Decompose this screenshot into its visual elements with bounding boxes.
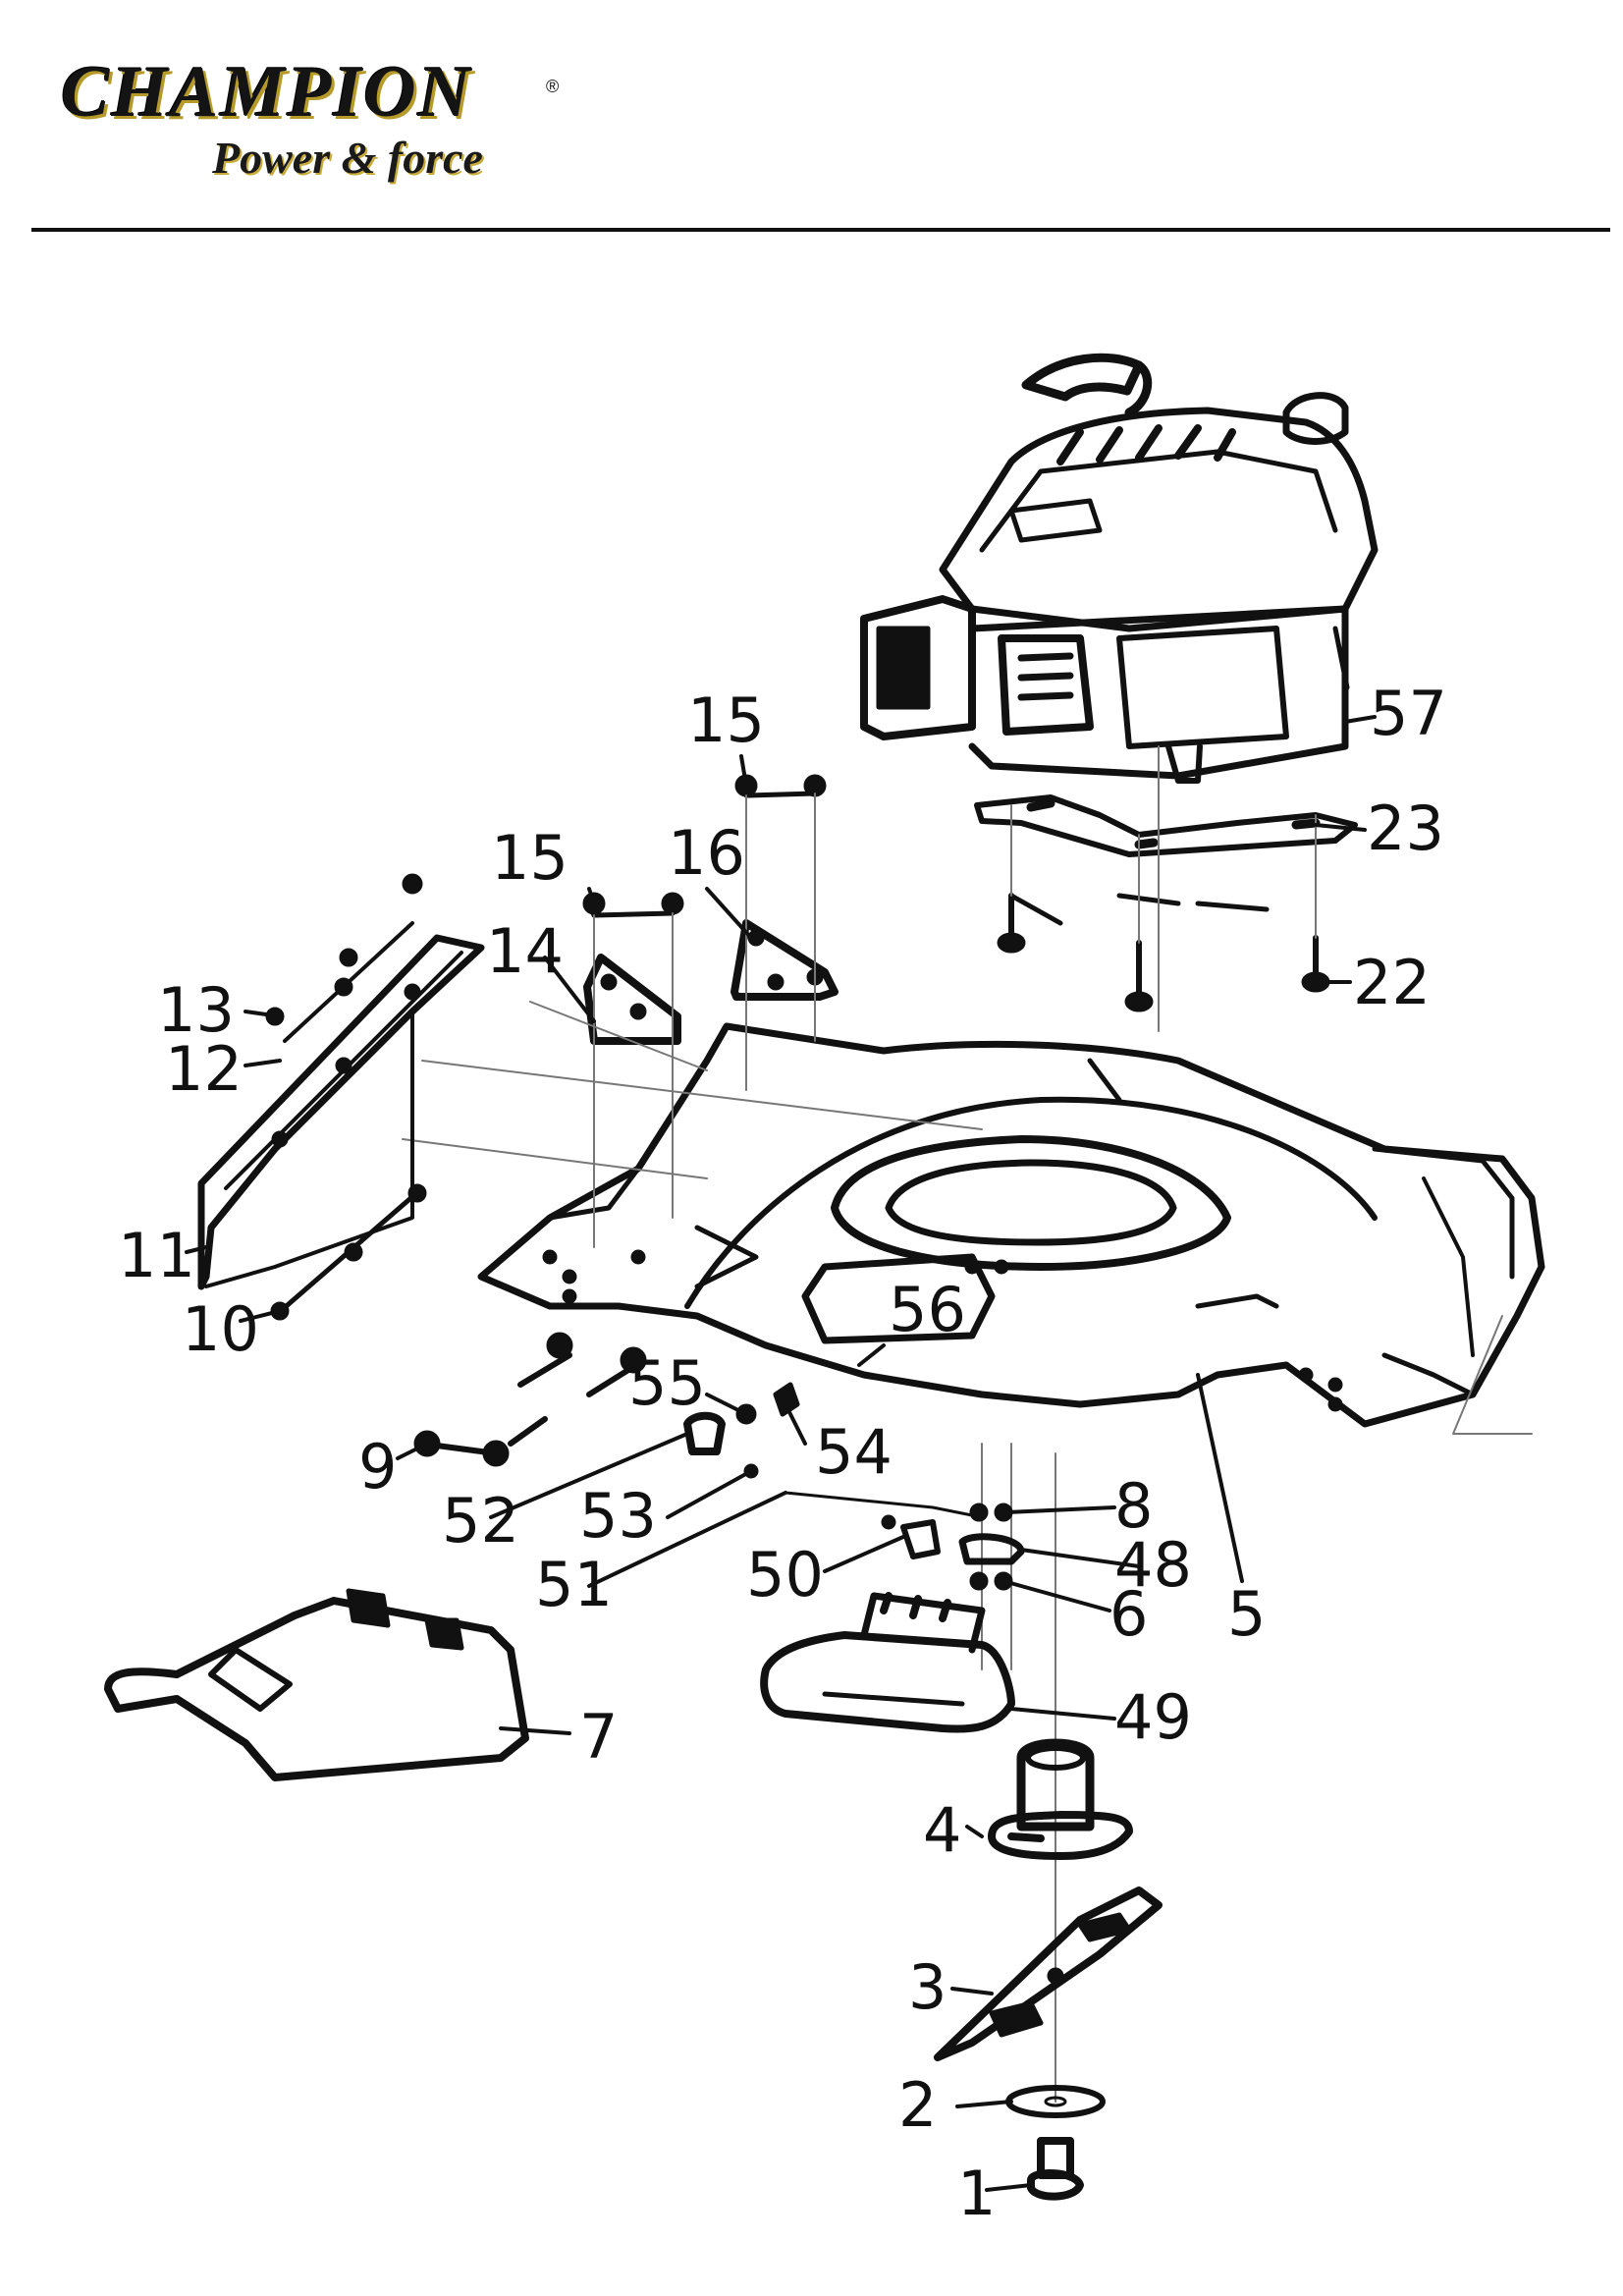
callout-9: 9	[358, 1431, 397, 1503]
callout-15-upper: 15	[687, 684, 765, 756]
callout-13: 13	[157, 974, 235, 1046]
callout-1: 1	[957, 2158, 996, 2229]
callout-51: 51	[535, 1549, 613, 1620]
champion-logo: CHAMPION ® Power & force	[61, 51, 571, 198]
mower-deck	[477, 1022, 1545, 1428]
small-parts-48-51	[784, 1491, 1025, 1591]
callout-48: 48	[1114, 1529, 1192, 1601]
callout-11: 11	[118, 1220, 195, 1291]
rear-flap-hinge	[197, 873, 485, 1321]
callout-50: 50	[746, 1539, 824, 1611]
callout-14: 14	[486, 915, 564, 987]
callout-52: 52	[442, 1485, 519, 1557]
small-parts-52-55	[683, 1382, 800, 1479]
logo-brand-text: CHAMPION	[61, 52, 472, 133]
page-header: CHAMPION ® Power & force	[0, 0, 1623, 236]
assembly-guide-lines	[402, 745, 1533, 2103]
callout-8: 8	[1114, 1470, 1153, 1542]
callout-5: 5	[1227, 1578, 1266, 1650]
callout-22: 22	[1353, 947, 1431, 1018]
header-divider	[31, 228, 1610, 232]
side-discharge-cover	[760, 1592, 1015, 1733]
callout-53: 53	[579, 1480, 657, 1552]
rear-flap	[104, 1588, 529, 1781]
axle-bolts	[413, 1332, 647, 1467]
callout-4: 4	[923, 1794, 961, 1866]
blade	[934, 1886, 1163, 2061]
logo-registered-mark: ®	[546, 77, 560, 96]
callout-54: 54	[815, 1416, 893, 1488]
callout-2: 2	[898, 2069, 937, 2141]
engine-mounting-plate	[974, 794, 1358, 857]
callout-3: 3	[908, 1951, 947, 2023]
callout-55: 55	[628, 1347, 706, 1419]
callout-7: 7	[579, 1701, 618, 1773]
callout-57: 57	[1370, 678, 1447, 749]
callout-10: 10	[182, 1293, 259, 1365]
callout-15-lower: 15	[491, 822, 568, 894]
blade-bolt	[1027, 2137, 1084, 2201]
callout-labels: 57 23 22 15 15 16 14 13 12 11 10 56 55 5…	[118, 678, 1447, 2229]
callout-leader-lines	[185, 715, 1377, 2192]
callout-16: 16	[668, 817, 745, 889]
callout-23: 23	[1367, 793, 1444, 864]
exploded-parts-diagram: 57 23 22 15 15 16 14 13 12 11 10 56 55 5…	[0, 236, 1623, 2296]
callout-6: 6	[1109, 1578, 1148, 1650]
callout-12: 12	[165, 1033, 243, 1105]
engine	[860, 353, 1379, 784]
callout-49: 49	[1114, 1681, 1192, 1753]
logo-tagline: Power & force	[212, 133, 483, 183]
callout-56: 56	[889, 1274, 966, 1345]
blade-adapter	[988, 1738, 1133, 1860]
side-bracket-14	[583, 954, 681, 1045]
engine-mount-bolts	[997, 893, 1330, 1012]
